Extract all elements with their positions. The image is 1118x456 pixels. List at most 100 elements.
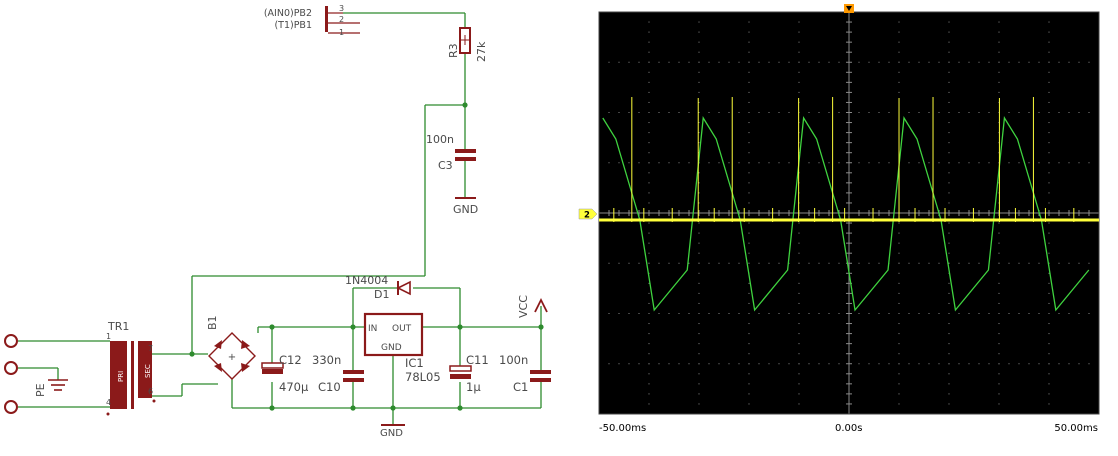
grid-dot [668, 363, 670, 365]
grid-dot [698, 222, 700, 224]
grid-dot [998, 393, 1000, 395]
grid-dot [648, 202, 650, 204]
c11-name: C11 [466, 353, 489, 367]
grid-dot [698, 343, 700, 345]
grid-dot [798, 363, 800, 365]
grid-dot [618, 313, 620, 314]
grid-dot [918, 162, 920, 164]
grid-dot [1048, 282, 1050, 284]
grid-dot [898, 292, 900, 294]
grid-dot [1048, 262, 1050, 264]
grid-dot [1078, 162, 1080, 164]
grid-dot [998, 61, 1000, 63]
grid-dot [998, 232, 1000, 234]
grid-dot [918, 313, 920, 314]
grid-dot [658, 313, 660, 314]
grid-dot [908, 61, 910, 63]
grid-dot [798, 343, 800, 345]
grid-dot [798, 71, 800, 73]
grid-dot [1048, 182, 1050, 184]
grid-dot [1068, 61, 1070, 63]
grid-dot [648, 162, 650, 164]
grid-dot [878, 363, 880, 365]
grid-dot [908, 262, 910, 264]
grid-dot [1058, 363, 1060, 365]
grid-dot [858, 162, 860, 164]
grid-dot [818, 262, 820, 264]
grid-dot [898, 41, 900, 43]
grid-dot [748, 242, 750, 244]
grid-dot [718, 162, 720, 164]
grid-dot [748, 132, 750, 134]
grid-dot [788, 61, 790, 63]
d1-value: 1N4004 [345, 274, 388, 287]
grid-dot [948, 81, 950, 83]
grid-dot [908, 162, 910, 164]
grid-dot [898, 262, 900, 264]
grid-dot [938, 363, 940, 365]
grid-dot [648, 71, 650, 73]
grid-dot [1008, 162, 1010, 164]
grid-dot [798, 232, 800, 234]
ic1-out: OUT [392, 324, 412, 334]
grid-dot [948, 101, 950, 103]
grid-dot [748, 222, 750, 224]
grid-dot [698, 41, 700, 43]
grid-dot [948, 363, 950, 365]
grid-dot [648, 282, 650, 284]
grid-dot [868, 61, 870, 63]
grid-dot [758, 363, 760, 365]
grid-dot [778, 262, 780, 264]
grid-dot [998, 21, 1000, 23]
grid-dot [948, 333, 950, 335]
grid-dot [1048, 383, 1050, 385]
grid-dot [1048, 31, 1050, 33]
grid-dot [958, 162, 960, 164]
grid-dot [748, 313, 750, 314]
grid-dot [948, 132, 950, 134]
grid-dot [628, 313, 630, 314]
grid-dot [808, 363, 810, 365]
grid-dot [698, 333, 700, 335]
grid-dot [998, 333, 1000, 335]
grid-dot [978, 262, 980, 264]
grid-dot [898, 282, 900, 284]
grid-dot [798, 262, 800, 264]
grid-dot [1088, 363, 1090, 365]
grid-dot [648, 152, 650, 154]
grid-dot [878, 313, 880, 314]
grid-dot [1088, 162, 1090, 164]
grid-dot [898, 383, 900, 385]
scope-traces [599, 97, 1099, 312]
grid-dot [1048, 142, 1050, 144]
grid-dot [998, 292, 1000, 294]
grid-dot [698, 61, 700, 63]
grid-dot [1058, 262, 1060, 264]
grid-dot [1048, 172, 1050, 174]
tr1-pin-1: 1 [106, 332, 111, 341]
grid-dot [618, 363, 620, 365]
grid-dot [728, 262, 730, 264]
grid-dot [948, 21, 950, 23]
grid-dot [898, 393, 900, 395]
grid-dot [798, 242, 800, 244]
grid-dot [738, 262, 740, 264]
grid-dot [948, 252, 950, 254]
grid-dot [918, 363, 920, 365]
grid-dot [888, 162, 890, 164]
grid-dot [1048, 192, 1050, 194]
diode-d1: 1N4004 D1 [345, 274, 411, 301]
input-terminals [4, 334, 18, 414]
grid-dot [618, 262, 620, 264]
grid-dot [708, 262, 710, 264]
grid-dot [1028, 363, 1030, 365]
r3-name: R3 [447, 43, 460, 58]
grid-dot [818, 162, 820, 164]
grid-dot [978, 61, 980, 63]
c3-name: C3 [438, 159, 453, 172]
grid-dot [798, 313, 800, 314]
grid-dot [668, 61, 670, 63]
grid-dot [948, 31, 950, 33]
grid-dot [948, 232, 950, 234]
grid-dot [658, 262, 660, 264]
